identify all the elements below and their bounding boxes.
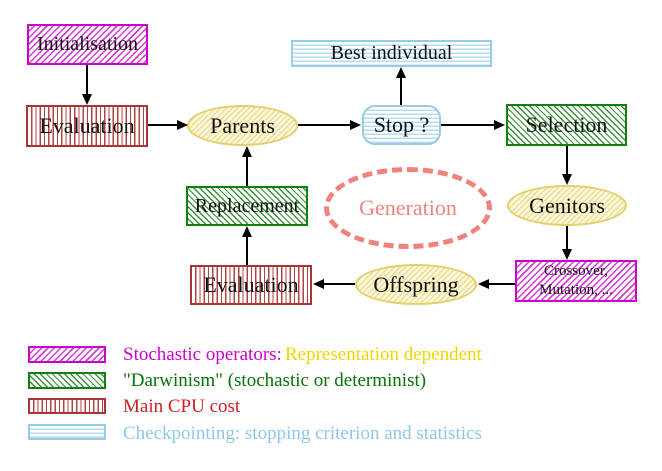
legend-swatch-checkpointing [28, 424, 106, 440]
node-genitors: Genitors [507, 185, 627, 226]
node-parents: Parents [187, 105, 298, 146]
generation-label: Generation [359, 195, 457, 220]
node-crossover-line2: Mutation, ... [539, 282, 613, 298]
legend-swatch-darwinism [28, 372, 106, 389]
node-stop-label: Stop ? [373, 112, 430, 137]
node-selection-label: Selection [525, 112, 608, 137]
node-replacement: Replacement [186, 186, 308, 226]
node-best-individual: Best individual [291, 40, 492, 67]
legend-swatch-stochastic-operators [28, 346, 106, 363]
legend-label-checkpointing: Checkpointing: stopping criterion and st… [123, 423, 482, 444]
node-offspring: Offspring [355, 264, 477, 305]
node-crossover-mutation: Crossover, Mutation, ... [515, 260, 637, 302]
generation-cycle-ellipse: Generation [324, 167, 492, 249]
legend-label-stochastic-operators: Stochastic operators: [123, 344, 282, 365]
node-evaluation-top-label: Evaluation [39, 113, 135, 138]
node-replacement-label: Replacement [194, 194, 300, 217]
legend-label-representation-dependent: Representation dependent [285, 344, 482, 365]
legend-label-darwinism: "Darwinism" (stochastic or determinist) [123, 370, 427, 391]
node-evaluation-bottom-label: Evaluation [203, 272, 299, 297]
node-parents-label: Parents [210, 112, 275, 138]
legend-label-main-cpu-cost: Main CPU cost [123, 396, 241, 417]
node-evaluation-bottom: Evaluation [190, 265, 312, 305]
legend-swatch-main-cpu-cost [28, 398, 106, 414]
node-initialisation-label: Initialisation [36, 33, 139, 55]
node-evaluation-top: Evaluation [26, 105, 148, 147]
node-initialisation: Initialisation [27, 24, 148, 65]
node-offspring-label: Offspring [373, 271, 459, 297]
node-selection: Selection [506, 104, 627, 146]
node-best-individual-label: Best individual [330, 42, 453, 64]
node-crossover-line1: Crossover, [544, 263, 608, 280]
node-genitors-label: Genitors [529, 192, 605, 218]
node-stop: Stop ? [362, 105, 441, 145]
